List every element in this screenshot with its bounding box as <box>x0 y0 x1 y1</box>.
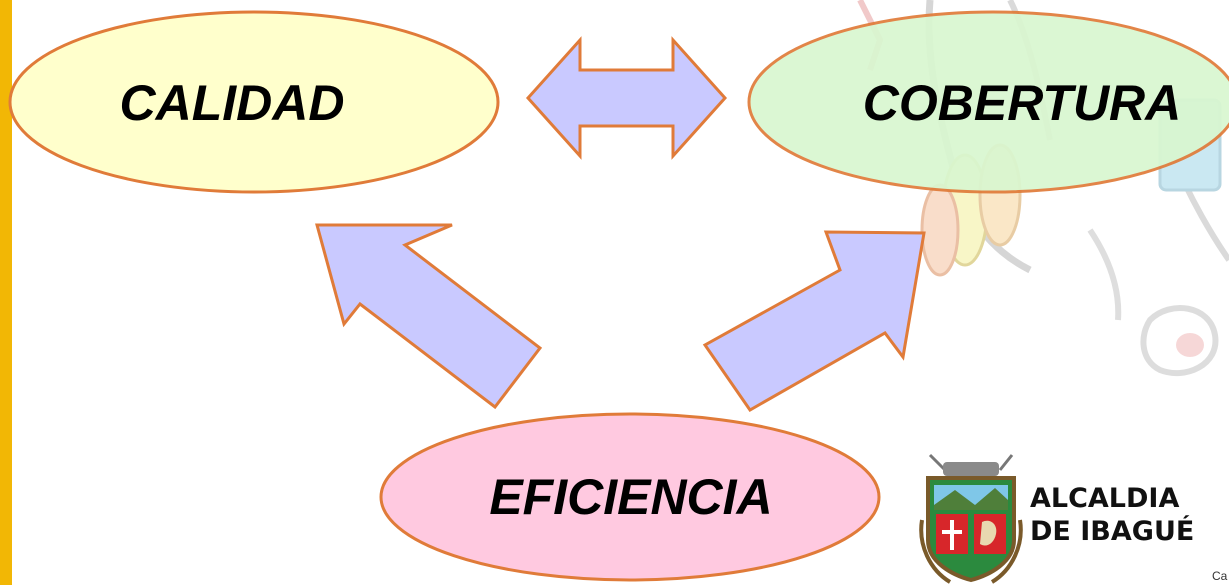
arrow-eficiencia-to-cobertura <box>702 230 926 412</box>
node-calidad: CALIDAD <box>8 10 500 194</box>
double-arrow-calidad-cobertura <box>525 36 728 160</box>
logo-text-line2: DE IBAGUÉ <box>1030 515 1194 547</box>
node-label-cobertura: COBERTURA <box>863 75 1182 131</box>
node-eficiencia: EFICIENCIA <box>379 412 881 582</box>
node-label-calidad: CALIDAD <box>120 75 345 131</box>
coat-of-arms-icon <box>919 453 1023 584</box>
logo-text-line1: ALCALDIA <box>1030 483 1179 514</box>
node-label-eficiencia: EFICIENCIA <box>489 469 772 525</box>
node-cobertura: COBERTURA <box>747 10 1229 194</box>
left-accent-bar <box>0 0 12 585</box>
arrow-eficiencia-to-calidad <box>315 223 543 410</box>
alcaldia-ibague-logo: ALCALDIA DE IBAGUÉ Ca <box>919 453 1228 584</box>
logo-corner-text: Ca <box>1212 569 1228 583</box>
